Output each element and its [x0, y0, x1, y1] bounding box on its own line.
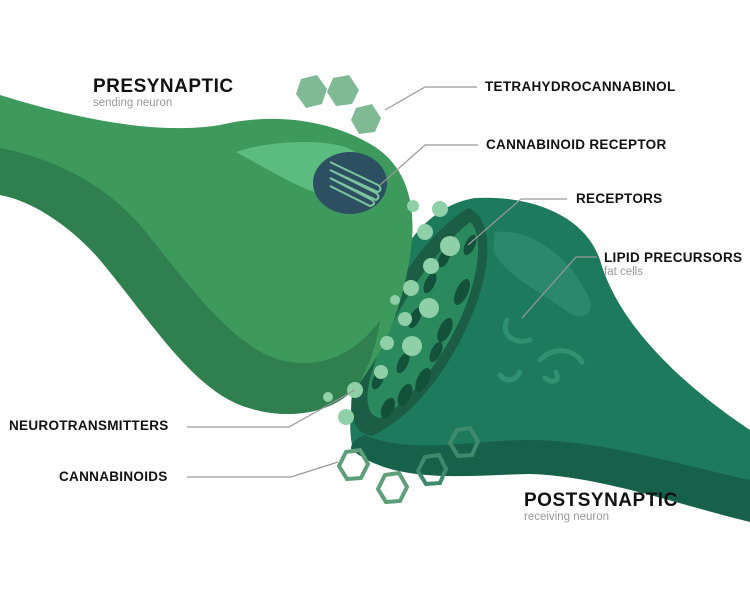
leader-line-neurotransmitters	[187, 389, 356, 428]
leader-line-lipid-precursors	[521, 256, 597, 319]
receptor	[396, 352, 410, 374]
postsynaptic-shadow	[351, 435, 750, 522]
presynaptic-neuron	[0, 95, 413, 414]
lipid-precursors-label: LIPID PRECURSORS	[604, 250, 743, 265]
vesicle	[407, 200, 419, 212]
receptor	[453, 279, 471, 305]
leader-line-thc	[384, 86, 477, 111]
leader-line-cannabinoids	[187, 461, 339, 478]
cannabinoid-hexagon	[336, 447, 371, 482]
receptor	[429, 341, 443, 363]
vesicle	[338, 409, 354, 425]
postsynaptic-title: POSTSYNAPTIC	[524, 490, 678, 511]
vesicle	[402, 336, 422, 356]
vesicle	[390, 295, 400, 305]
lipid-precursors-subtitle: fat cells	[604, 266, 643, 278]
leader-lines	[187, 86, 597, 478]
presynaptic-title: PRESYNAPTIC	[93, 76, 234, 97]
vesicle	[374, 365, 388, 379]
postsynaptic-subtitle: receiving neuron	[524, 511, 610, 523]
lipid-arc	[502, 317, 533, 344]
vesicle	[423, 258, 439, 274]
postsynaptic-highlight	[493, 231, 591, 317]
neurotransmitter-vesicles	[323, 200, 460, 425]
cannabinoid-receptor	[313, 152, 387, 214]
thc-label: TETRAHYDROCANNABINOL	[485, 79, 676, 94]
thc-molecules	[296, 75, 381, 134]
receptor	[423, 272, 437, 294]
presynaptic-shadow	[0, 148, 380, 414]
cannabinoids-label: CANNABINOIDS	[59, 469, 168, 484]
cannabinoid-hexagon	[375, 470, 410, 505]
receptor	[408, 307, 422, 329]
cannabinoid-hexagon	[415, 452, 449, 487]
vesicle	[398, 312, 412, 326]
leader-line-receptors	[467, 198, 567, 246]
cannabinoid-molecules	[336, 425, 481, 505]
receptor	[437, 317, 453, 343]
lipid-arc	[497, 369, 523, 383]
vesicle	[403, 280, 419, 296]
lipid-arc	[537, 348, 585, 365]
receptor	[380, 397, 396, 419]
receptors-label: RECEPTORS	[576, 191, 663, 206]
lipid-arc	[542, 369, 560, 384]
vesicle	[432, 201, 448, 217]
vesicle	[417, 224, 433, 240]
vesicle	[323, 392, 333, 402]
receptor	[397, 383, 413, 407]
receptor	[415, 367, 431, 393]
thc-hexagon	[327, 75, 359, 106]
thc-hexagon	[296, 75, 327, 108]
vesicle	[380, 336, 394, 350]
leader-line-cannabinoid-receptor	[379, 144, 478, 186]
presynaptic-subtitle: sending neuron	[93, 97, 173, 109]
receptor-ovals	[371, 234, 477, 419]
vesicle	[419, 298, 439, 318]
thc-hexagon	[351, 104, 381, 134]
neurotransmitters-label: NEUROTRANSMITTERS	[9, 418, 169, 433]
cannabinoid-receptor-label: CANNABINOID RECEPTOR	[486, 137, 667, 152]
vesicle	[440, 236, 460, 256]
cannabinoid-hexagon	[447, 425, 481, 459]
lipid-precursor-arcs	[497, 317, 585, 384]
receptor-coil-icon	[329, 161, 382, 208]
postsynaptic-terminal-face	[367, 222, 479, 418]
